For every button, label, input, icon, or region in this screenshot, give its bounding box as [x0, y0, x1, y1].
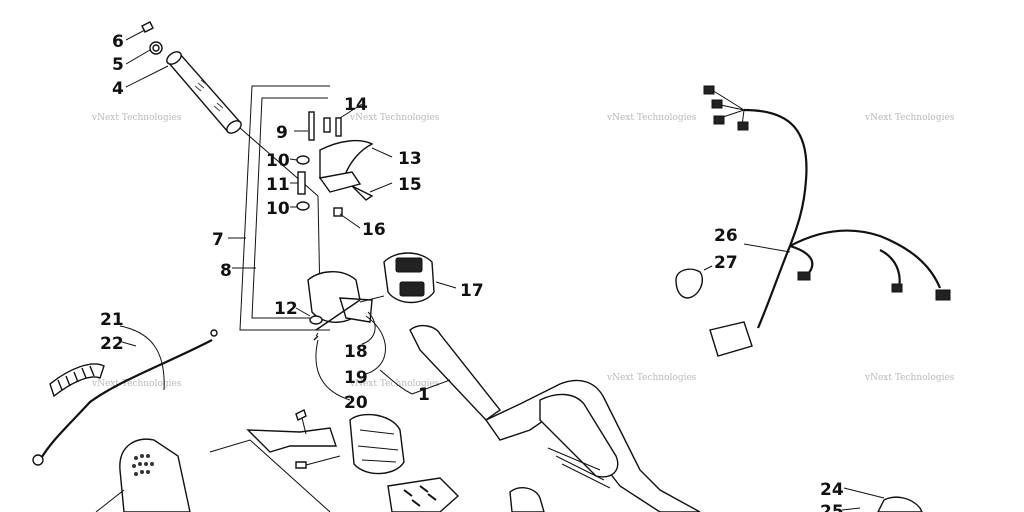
watermarks: vNext Technologies vNext Technologies vN…: [91, 113, 955, 389]
callout-13: 13: [398, 149, 422, 169]
callout-14: 14: [344, 95, 368, 115]
callout-26: 26: [714, 226, 738, 246]
switch-housing-parts: [295, 252, 457, 401]
callout-labels: 6 5 4 14 9 13 10 11 15 10 16 7 8 17 12 1…: [100, 32, 844, 512]
lower-assembly-parts: [95, 409, 923, 512]
watermark: vNext Technologies: [606, 373, 697, 383]
callout-15: 15: [398, 175, 422, 195]
callout-16: 16: [362, 220, 386, 240]
callout-21: 21: [100, 310, 124, 330]
callout-6: 6: [112, 32, 124, 52]
watermark: vNext Technologies: [606, 113, 697, 123]
callout-27: 27: [714, 253, 738, 273]
callout-1: 1: [418, 385, 430, 405]
watermark: vNext Technologies: [91, 379, 182, 389]
callout-20: 20: [344, 393, 368, 413]
callout-17: 17: [460, 281, 484, 301]
callout-12: 12: [274, 299, 298, 319]
handlebar-part: [379, 324, 701, 512]
callout-18: 18: [344, 342, 368, 362]
watermark: vNext Technologies: [349, 113, 440, 123]
bracket-frame: [228, 85, 330, 331]
brake-lever-parts: [239, 103, 393, 301]
callout-25: 25: [820, 502, 844, 512]
throttle-grip-part: [125, 21, 242, 134]
callout-19: 19: [344, 368, 368, 388]
callout-5: 5: [112, 55, 124, 75]
watermark: vNext Technologies: [91, 113, 182, 123]
wiring-harness-part: [675, 85, 951, 357]
callout-9: 9: [276, 123, 288, 143]
callout-22: 22: [100, 334, 124, 354]
callout-8: 8: [220, 261, 232, 281]
throttle-cable-parts: [32, 325, 218, 466]
callout-7: 7: [212, 230, 224, 250]
callout-24: 24: [820, 480, 844, 500]
callout-10-top: 10: [266, 151, 290, 171]
callout-4: 4: [112, 79, 124, 99]
callout-10-bottom: 10: [266, 199, 290, 219]
callout-11: 11: [266, 175, 290, 195]
watermark: vNext Technologies: [864, 373, 955, 383]
watermark: vNext Technologies: [864, 113, 955, 123]
watermark: vNext Technologies: [349, 379, 440, 389]
